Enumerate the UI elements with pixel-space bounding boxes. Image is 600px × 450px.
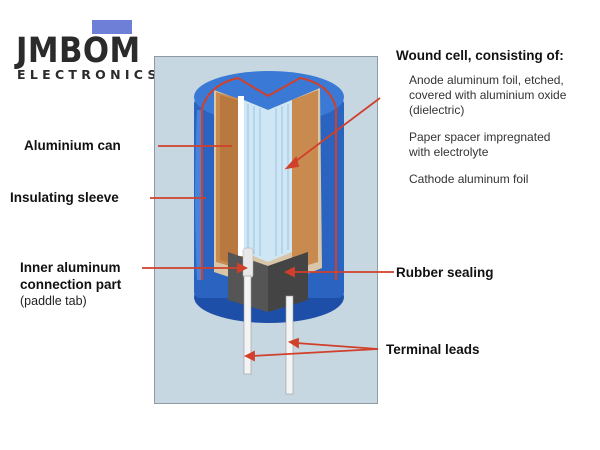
label-aluminium-can: Aluminium can <box>24 138 121 153</box>
label-terminal-leads: Terminal leads <box>386 342 480 357</box>
label-insulating-sleeve: Insulating sleeve <box>10 190 119 205</box>
text-paper-line1: Paper spacer impregnated <box>409 130 551 144</box>
text-paper-line2: with electrolyte <box>409 145 489 159</box>
logo-wordmark: JMBOM <box>16 31 141 71</box>
pointer-terminal-lead-2 <box>295 342 379 350</box>
label-inner-connection-line2: connection part <box>20 277 122 292</box>
label-wound-cell-title: Wound cell, consisting of: <box>396 48 564 63</box>
terminal-lead-shapes <box>243 275 294 395</box>
text-cathode: Cathode aluminum foil <box>409 172 529 186</box>
text-anode-line1: Anode aluminum foil, etched, <box>409 73 564 87</box>
can-outline <box>201 76 337 280</box>
label-rubber-sealing: Rubber sealing <box>396 265 494 280</box>
text-anode-line3: (dielectric) <box>409 103 465 117</box>
logo-subtitle: ELECTRONICS <box>17 67 161 82</box>
logo-accent-bar <box>92 20 132 34</box>
label-inner-connection-line1: Inner aluminum <box>20 260 121 275</box>
pointer-wound-cell <box>291 97 381 165</box>
label-paddle-tab: (paddle tab) <box>20 294 87 308</box>
text-anode-line2: covered with aluminium oxide <box>409 88 567 102</box>
pointer-terminal-lead-1 <box>251 348 379 357</box>
cutaway-interior <box>214 88 322 312</box>
